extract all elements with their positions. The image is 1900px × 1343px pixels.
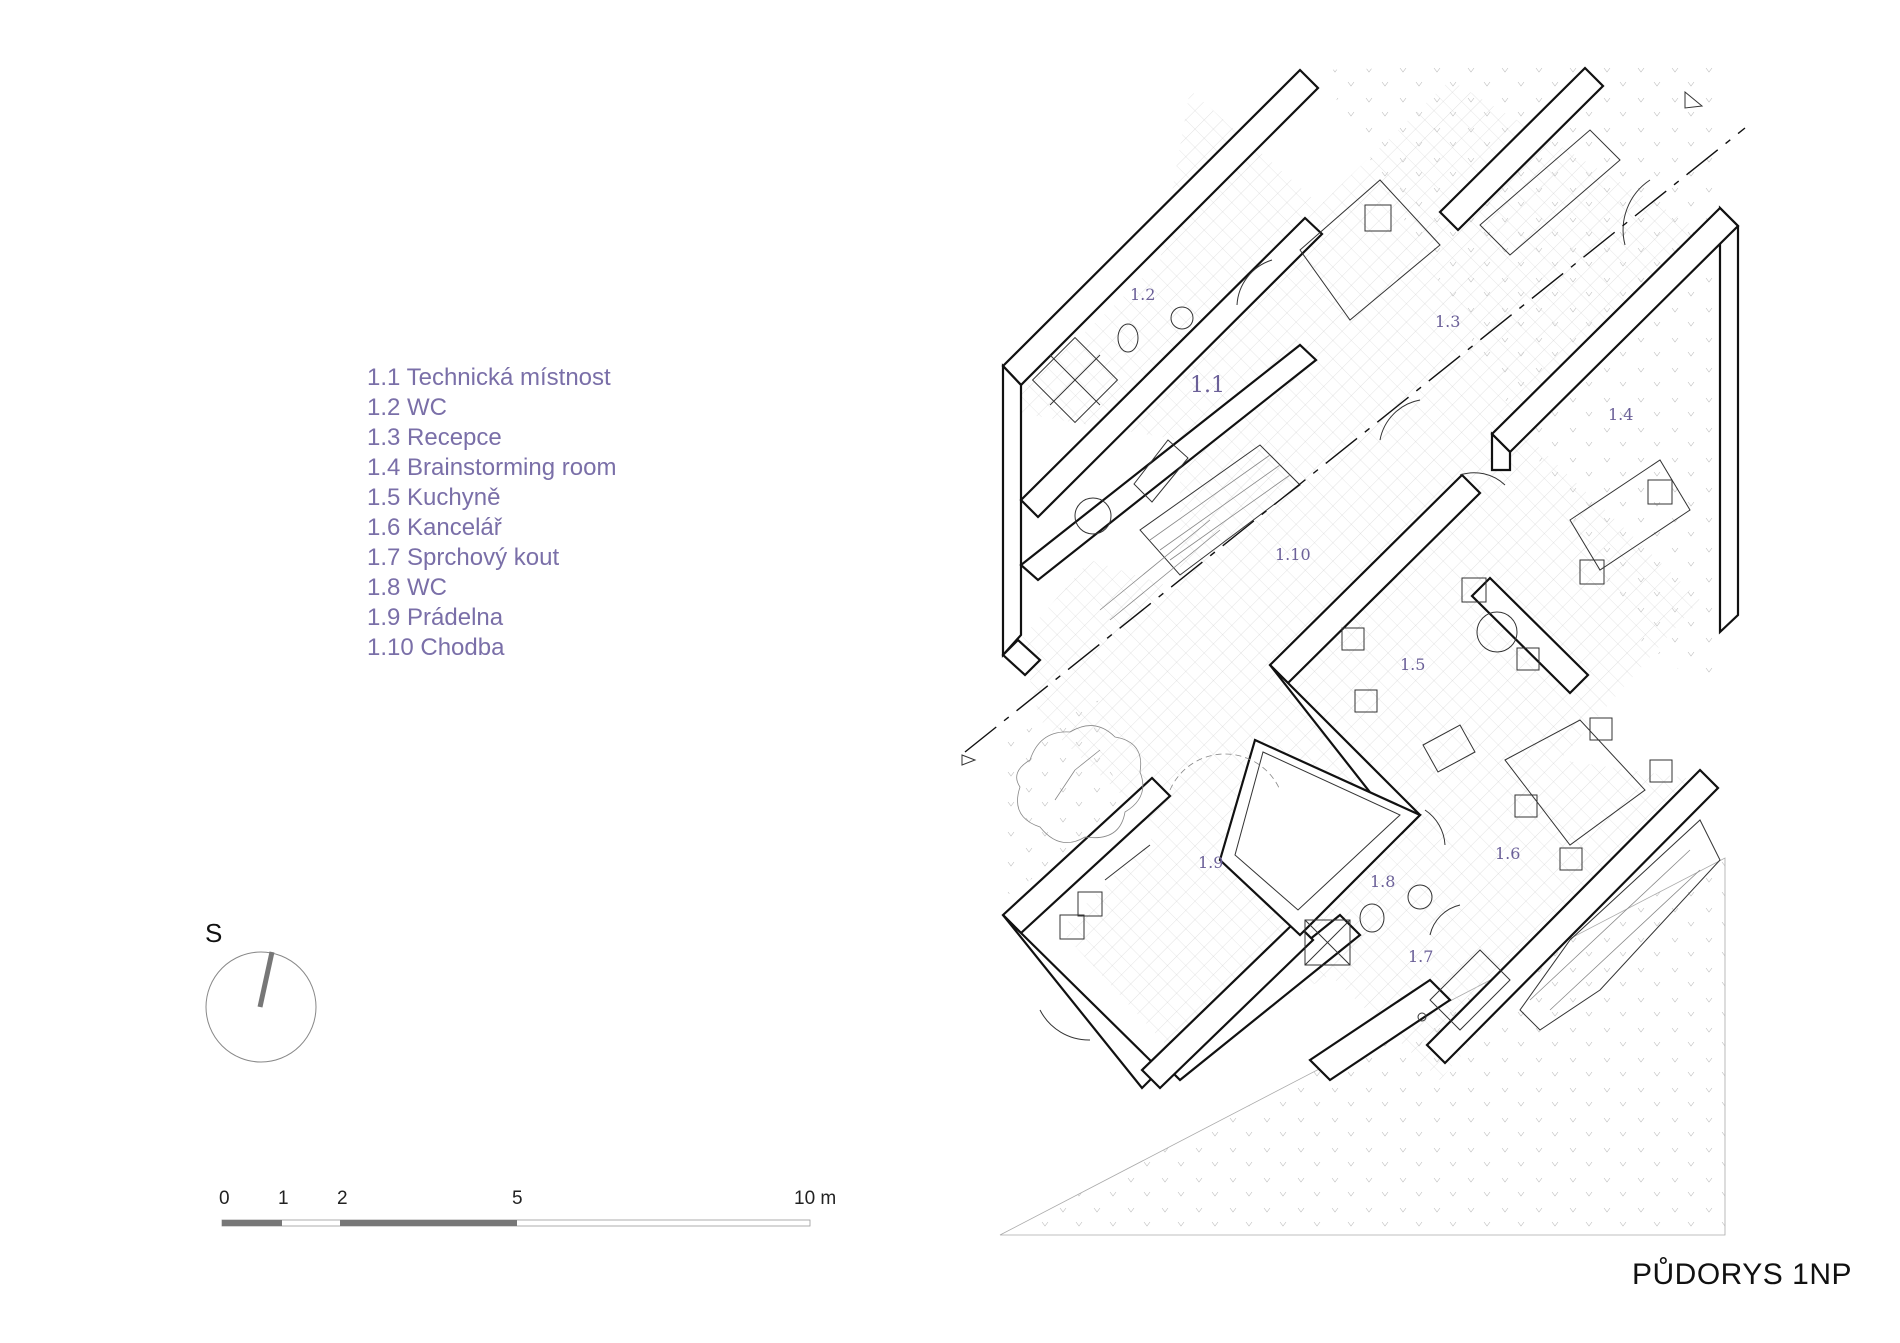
legend-item: 1.3 Recepce	[367, 424, 502, 451]
floor-tiles	[1000, 80, 1700, 1080]
room-label-1-1: 1.1	[1190, 373, 1225, 398]
scale-label-5: 5	[512, 1188, 523, 1209]
tree-symbol	[1016, 725, 1144, 844]
room-label-1-8: 1.8	[1370, 872, 1395, 891]
north-arrow-letter: S	[205, 918, 223, 948]
north-arrow	[205, 951, 317, 1063]
legend-item: 1.5 Kuchyně	[367, 484, 501, 511]
scale-bar	[221, 1219, 811, 1227]
room-label-1-2: 1.2	[1130, 285, 1155, 304]
room-label-1-10: 1.10	[1275, 545, 1311, 564]
building-walls	[1001, 66, 1740, 1090]
room-label-1-7: 1.7	[1408, 947, 1433, 966]
room-labels: 1.2 1.1 1.3 1.4 1.10 1.5 1.6 1.9 1.8 1.7	[1130, 285, 1633, 966]
stairs	[1099, 444, 1721, 1031]
room-legend: 1.1 Technická místnost 1.2 WC 1.3 Recepc…	[367, 363, 616, 663]
legend-item: 1.6 Kancelář	[367, 514, 502, 541]
legend-item: 1.7 Sprchový kout	[367, 544, 560, 571]
legend-item: 1.10 Chodba	[367, 634, 505, 661]
legend-item: 1.2 WC	[367, 394, 448, 421]
section-line	[961, 90, 1746, 766]
legend-item: 1.9 Prádelna	[367, 604, 504, 631]
room-label-1-3: 1.3	[1435, 312, 1460, 331]
room-label-1-5: 1.5	[1400, 655, 1425, 674]
scale-label-1: 1	[278, 1188, 289, 1209]
scale-label-0: 0	[219, 1188, 230, 1209]
legend-item: 1.8 WC	[367, 574, 448, 601]
legend-item: 1.1 Technická místnost	[367, 364, 611, 391]
legend-item: 1.4 Brainstorming room	[367, 454, 617, 481]
furniture	[1031, 129, 1691, 1031]
room-label-1-4: 1.4	[1608, 405, 1633, 424]
room-label-1-6: 1.6	[1495, 844, 1520, 863]
scale-label-10: 10 m	[794, 1188, 837, 1209]
door-swings	[1039, 179, 1651, 1041]
room-label-1-9: 1.9	[1198, 853, 1223, 872]
scale-label-2: 2	[337, 1188, 348, 1209]
drawing-title: PŮDORYS 1NP	[1631, 1258, 1852, 1291]
